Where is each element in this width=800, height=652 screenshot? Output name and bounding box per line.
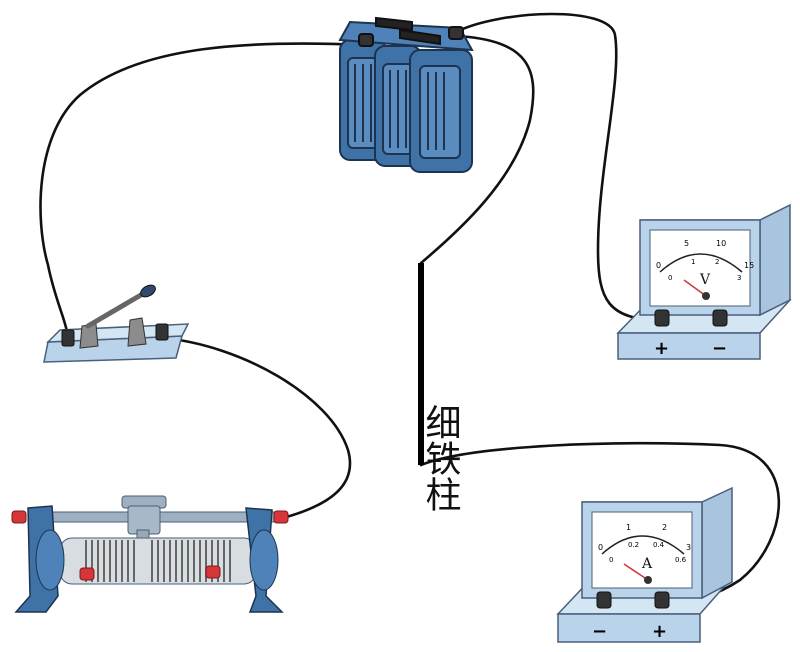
voltmeter-upper-10: 10 [716, 239, 726, 248]
switch-jaw [127, 317, 147, 347]
ammeter-terminal-positive [654, 591, 670, 609]
wire-battery-to-switch [39, 42, 368, 340]
wire-battery-to-iron-rod-top [419, 34, 535, 265]
switch-terminal-right [155, 323, 169, 341]
rheostat-terminal-bottom-right [205, 565, 221, 579]
voltmeter-needle [683, 279, 707, 297]
voltmeter-terminal-negative [712, 309, 728, 327]
voltmeter-positive-label: + [654, 338, 669, 359]
switch-terminal-left [61, 329, 75, 347]
switch-blade [85, 289, 149, 329]
battery-connector-strap-1 [375, 16, 413, 32]
rheostat-left-ring [35, 529, 65, 591]
voltmeter-symbol: V [699, 272, 711, 288]
wires [39, 12, 781, 605]
ammeter-lower-0.4: 0.4 [653, 541, 665, 549]
rheostat-terminal-bottom-left [79, 567, 95, 581]
voltmeter-upper-5: 5 [684, 239, 689, 248]
voltmeter-scale-arc [659, 253, 743, 273]
voltmeter-negative-label: − [712, 338, 727, 359]
ammeter-terminal-negative [596, 591, 612, 609]
rheostat[interactable] [11, 495, 289, 613]
ammeter-symbol: A [641, 556, 653, 572]
battery-pack [338, 16, 474, 173]
iron-rod: 细铁柱 [418, 263, 461, 512]
ammeter-lower-0.6: 0.6 [675, 556, 687, 564]
iron-rod-label: 细铁柱 [420, 404, 461, 512]
battery-terminal-left [358, 33, 374, 47]
switch-handle[interactable] [139, 283, 158, 300]
ammeter-lower-0.2: 0.2 [628, 541, 639, 549]
voltmeter-upper-0: 0 [656, 261, 661, 270]
ammeter-upper-0: 0 [598, 543, 603, 552]
voltmeter-lower-2: 2 [715, 258, 719, 266]
ammeter-base-front [557, 613, 701, 643]
voltmeter-lower-3: 3 [737, 274, 741, 282]
voltmeter: 0 5 10 15 0 1 2 3 V + − [616, 203, 792, 360]
ammeter-negative-label: − [592, 621, 607, 642]
battery-connector-strap-2 [399, 28, 441, 46]
voltmeter-needle-pivot [702, 292, 710, 300]
ammeter-lower-0: 0 [609, 556, 613, 564]
ammeter-positive-label: + [652, 621, 667, 642]
knife-switch[interactable] [43, 283, 190, 363]
wire-battery-to-voltmeter [454, 12, 664, 322]
battery-cell-3 [409, 49, 473, 173]
ammeter-needle-pivot [644, 576, 652, 584]
ammeter-upper-1: 1 [626, 523, 631, 532]
voltmeter-upper-15: 15 [744, 261, 754, 270]
rheostat-right-ring [249, 529, 279, 591]
voltmeter-base-front [617, 332, 761, 360]
voltmeter-dial [649, 229, 751, 307]
ammeter-upper-3: 3 [686, 543, 691, 552]
rheostat-terminal-top-right [273, 510, 289, 524]
wire-switch-to-rheostat [161, 336, 352, 520]
rheostat-terminal-top-left [11, 510, 27, 524]
ammeter-needle [623, 563, 649, 581]
ammeter-upper-2: 2 [662, 523, 667, 532]
ammeter: 0 1 2 3 0 0.2 0.4 0.6 A − + [556, 486, 733, 643]
voltmeter-lower-0: 0 [668, 274, 672, 282]
voltmeter-lower-1: 1 [691, 258, 695, 266]
ammeter-scale-arc [601, 535, 685, 555]
battery-terminal-right [448, 26, 464, 40]
voltmeter-terminal-positive [654, 309, 670, 327]
